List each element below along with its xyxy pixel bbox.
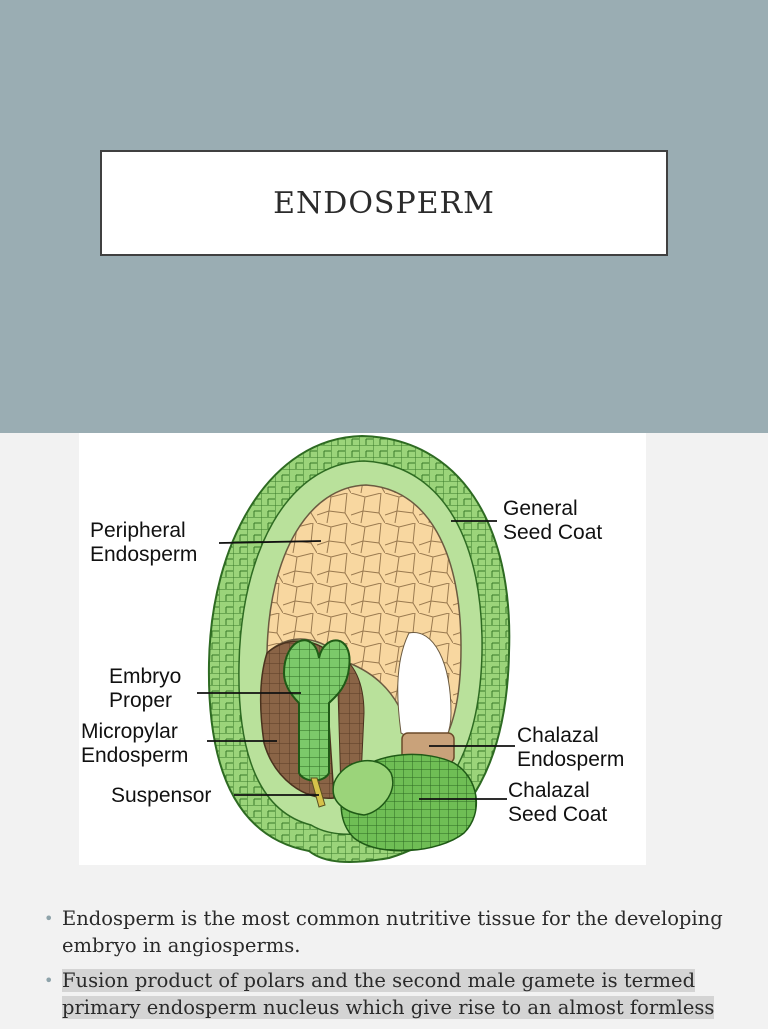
bullet-item: • Endosperm is the most common nutritive…	[44, 905, 744, 959]
bullet-text: Endosperm is the most common nutritive t…	[62, 907, 723, 957]
slide-title: ENDOSPERM	[273, 185, 495, 221]
endosperm-diagram: Peripheral Endosperm General Seed Coat E…	[79, 433, 646, 865]
bullet-list: • Endosperm is the most common nutritive…	[44, 905, 744, 1029]
bullet-item: • Fusion product of polars and the secon…	[44, 967, 744, 1021]
label-embryo-2: Proper	[109, 689, 172, 712]
label-chalazal-endo-1: Chalazal	[517, 724, 599, 747]
chalazal-lobe	[332, 759, 394, 816]
embryo-proper	[282, 639, 351, 782]
label-general-1: General	[503, 497, 578, 520]
label-chalazal-endo-2: Endosperm	[517, 748, 624, 771]
label-embryo-1: Embryo	[109, 665, 181, 688]
label-chalazal-coat-2: Seed Coat	[508, 803, 607, 826]
leader-peripheral	[218, 540, 322, 544]
label-suspensor: Suspensor	[111, 784, 211, 807]
title-box: ENDOSPERM	[100, 150, 668, 256]
bullet-dot-icon: •	[44, 909, 54, 928]
suspensor-tissue	[310, 777, 326, 808]
seed-diagram-svg: Peripheral Endosperm General Seed Coat E…	[81, 434, 624, 864]
label-chalazal-coat-1: Chalazal	[508, 779, 590, 802]
bullet-text-highlighted: Fusion product of polars and the second …	[62, 969, 715, 1019]
label-peripheral-2: Endosperm	[90, 543, 197, 566]
bullet-dot-icon: •	[44, 971, 54, 990]
title-band: ENDOSPERM	[0, 0, 768, 433]
label-peripheral-1: Peripheral	[90, 519, 186, 542]
label-general-2: Seed Coat	[503, 521, 602, 544]
label-micropylar-2: Endosperm	[81, 744, 188, 767]
label-micropylar-1: Micropylar	[81, 720, 178, 743]
